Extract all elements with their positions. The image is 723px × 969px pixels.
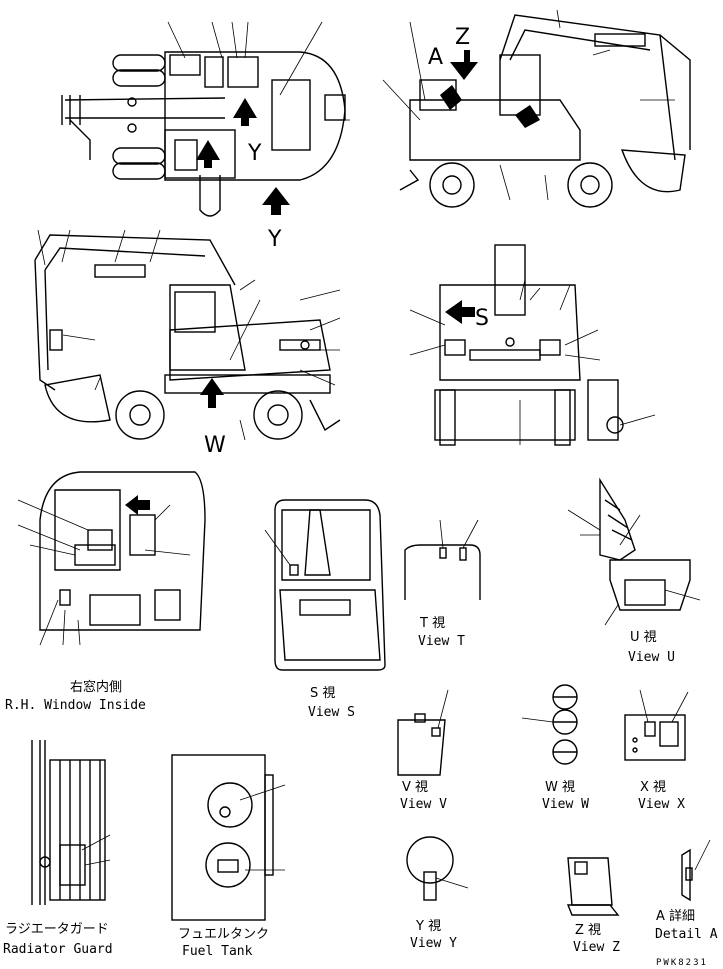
view-z-en: View Z bbox=[573, 940, 620, 955]
marker-y-upper: Y bbox=[247, 141, 262, 166]
fuel-en: Fuel Tank bbox=[182, 944, 253, 959]
view-t-en: View T bbox=[418, 634, 465, 649]
detail-a-en: Detail A bbox=[655, 927, 718, 942]
view-y-drawing bbox=[406, 836, 469, 901]
radiator-en: Radiator Guard bbox=[3, 942, 113, 957]
view-x-jp: X 視 bbox=[640, 780, 666, 795]
view-x-en: View X bbox=[638, 797, 685, 812]
view-v-jp: V 視 bbox=[402, 780, 428, 795]
view-u-jp: U 視 bbox=[630, 630, 657, 645]
view-z-drawing bbox=[566, 857, 620, 916]
rh-window-en: R.H. Window Inside bbox=[5, 698, 146, 713]
marker-w: W bbox=[204, 433, 226, 458]
machine-side-view-left: Z A bbox=[382, 9, 691, 208]
view-z-jp: Z 視 bbox=[575, 923, 601, 938]
view-s-en: View S bbox=[308, 705, 355, 720]
view-w-drawing bbox=[521, 684, 578, 765]
view-s-drawing bbox=[264, 499, 386, 671]
view-t-jp: T 視 bbox=[419, 616, 445, 631]
radiator-guard-drawing bbox=[31, 740, 111, 905]
view-t-drawing bbox=[404, 519, 481, 600]
marker-a: A bbox=[428, 45, 443, 70]
view-v-drawing bbox=[397, 689, 449, 776]
radiator-jp: ラジエータガード bbox=[5, 922, 109, 937]
fuel-tank-drawing bbox=[171, 754, 286, 921]
machine-rear-view: S bbox=[409, 244, 656, 446]
view-u-en: View U bbox=[628, 650, 675, 665]
detail-a-jp: A 詳細 bbox=[656, 908, 695, 924]
view-v-en: View V bbox=[400, 797, 447, 812]
view-w-en: View W bbox=[542, 797, 589, 812]
view-s-jp: S 視 bbox=[310, 686, 335, 701]
drawing-code: PWK8231 bbox=[656, 958, 708, 968]
fuel-jp: フュエルタンク bbox=[178, 927, 269, 942]
machine-side-view-right: W bbox=[34, 229, 341, 458]
view-u-drawing bbox=[567, 477, 701, 626]
machine-top-view: Y Y bbox=[61, 21, 350, 252]
view-x-drawing bbox=[624, 689, 689, 761]
detail-a-drawing bbox=[681, 839, 711, 902]
rh-window-jp: 右窓内側 bbox=[70, 679, 122, 695]
marker-z: Z bbox=[455, 25, 470, 50]
view-y-en: View Y bbox=[410, 936, 457, 951]
marker-s: S bbox=[475, 306, 489, 331]
marker-y-label: Y bbox=[267, 227, 282, 252]
rh-window-inside-drawing bbox=[17, 471, 206, 646]
view-w-jp: W 視 bbox=[545, 780, 575, 795]
view-y-jp: Y 視 bbox=[415, 919, 441, 934]
